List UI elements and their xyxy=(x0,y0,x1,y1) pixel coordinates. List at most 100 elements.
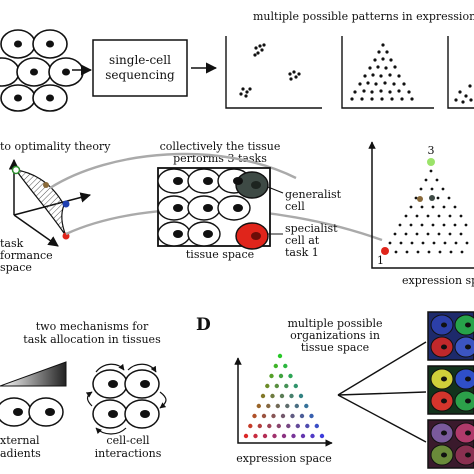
vertex-point-blue xyxy=(62,200,70,208)
tissue-panel-1 xyxy=(427,311,474,361)
tissue-space-label: tissue space xyxy=(186,248,254,261)
colored-point xyxy=(252,413,257,419)
tissue-panel-3 xyxy=(427,419,474,469)
colored-point xyxy=(275,403,280,409)
colored-point xyxy=(305,423,310,429)
organizations-title-line1: multiple possible xyxy=(287,317,382,330)
axis-label-space: space xyxy=(0,261,32,274)
external-label-line1: xternal xyxy=(0,434,40,447)
mechanisms-title-line1: two mechanisms for xyxy=(36,320,149,333)
specialist-label-line3: task 1 xyxy=(285,246,319,259)
vertex-bottom-red xyxy=(381,247,389,255)
colored-point xyxy=(257,423,262,429)
connector-upper xyxy=(49,152,297,190)
colored-point xyxy=(319,433,325,439)
panel-letter-d: D xyxy=(196,315,211,335)
organizations-title-line2: organizations in xyxy=(290,329,380,342)
colored-point xyxy=(293,383,298,389)
pareto-front-surface xyxy=(14,169,67,237)
patterns-title: multiple possible patterns in expression xyxy=(253,10,474,23)
colored-point xyxy=(243,433,249,439)
colored-point xyxy=(277,353,283,359)
expression-space-label-d: expression space xyxy=(236,452,331,465)
colored-point xyxy=(283,363,288,369)
organizations-title-line3: tissue space xyxy=(301,341,369,354)
colored-point xyxy=(271,413,276,419)
colored-point xyxy=(295,423,300,429)
generalist-label-line2: cell xyxy=(285,200,305,213)
colored-point xyxy=(285,403,290,409)
cellcell-label-line2: interactions xyxy=(95,447,162,460)
vertex-point-green xyxy=(11,165,21,175)
colored-point xyxy=(294,403,299,409)
expression-space-triangle xyxy=(368,141,474,269)
plot2-points xyxy=(350,43,414,101)
point-dark xyxy=(429,195,435,201)
colored-point xyxy=(253,433,258,439)
colored-point xyxy=(298,393,304,399)
colored-point xyxy=(269,373,274,379)
colored-point xyxy=(304,403,309,409)
colored-point xyxy=(261,413,267,419)
external-label-line2: adients xyxy=(0,447,41,460)
fan-lines xyxy=(337,341,427,443)
axis-label-task: task xyxy=(0,237,24,250)
colored-point xyxy=(288,373,293,379)
colored-point xyxy=(291,433,296,439)
tissue-panel-2 xyxy=(427,365,474,415)
sequencing-box xyxy=(92,39,188,97)
colored-point xyxy=(273,363,278,369)
optimality-title: to optimality theory xyxy=(0,140,111,153)
generalist-label-line1: generalist xyxy=(285,188,342,201)
pattern-plot-clusters xyxy=(225,36,322,109)
plot1-points xyxy=(239,43,301,98)
plot3-axes xyxy=(447,36,474,109)
colored-point xyxy=(272,433,277,439)
expression-space-label: expression sp xyxy=(402,274,474,287)
colored-point xyxy=(290,413,295,419)
specialist-label-line1: specialist xyxy=(285,222,338,235)
tissue-tasks-title-line1: collectively the tissue xyxy=(160,140,281,153)
colored-point xyxy=(281,433,287,439)
colored-point xyxy=(309,413,314,419)
point-brown xyxy=(417,196,423,202)
colored-point xyxy=(260,393,266,399)
vertex-label-1: 1 xyxy=(377,254,384,267)
plot1-axes xyxy=(225,36,322,109)
tissue-organization-panels xyxy=(427,311,474,469)
colored-point xyxy=(279,393,285,399)
row1-cell-cluster xyxy=(0,29,84,112)
specialist-label-line2: cell at xyxy=(285,234,320,247)
colored-point xyxy=(286,423,291,429)
colored-point xyxy=(310,433,315,439)
axis-label-performance: formance xyxy=(0,249,53,262)
pattern-plot-triangle xyxy=(341,36,434,109)
plot2-axes xyxy=(341,36,434,109)
colored-point xyxy=(276,423,281,429)
colored-points xyxy=(243,353,325,439)
colored-point xyxy=(266,403,271,409)
vertex-top-green xyxy=(427,158,435,166)
mechanisms-title-line2: task allocation in tissues xyxy=(23,333,161,346)
task-performance-space-3d xyxy=(8,158,92,247)
colored-point xyxy=(262,433,268,439)
sequencing-label-line2: sequencing xyxy=(105,68,175,82)
colored-point xyxy=(274,383,279,389)
colored-point xyxy=(280,413,286,419)
colored-point xyxy=(289,393,294,399)
colored-point xyxy=(267,423,272,429)
pattern-plot-partial xyxy=(447,36,474,109)
sequencing-label-line1: single-cell xyxy=(109,53,171,67)
colored-point xyxy=(270,393,275,399)
row1-cell-nuclei xyxy=(14,40,70,102)
cellcell-label-line1: cell-cell xyxy=(106,434,150,447)
colored-point xyxy=(299,413,305,419)
vertex-label-3: 3 xyxy=(428,144,435,157)
plot3-points xyxy=(454,84,473,104)
triangle-points xyxy=(388,169,469,254)
tissue-space-block xyxy=(157,167,271,250)
cell-cell-interaction-diagram xyxy=(85,363,167,435)
colored-point xyxy=(314,423,319,429)
colored-point xyxy=(265,383,270,389)
